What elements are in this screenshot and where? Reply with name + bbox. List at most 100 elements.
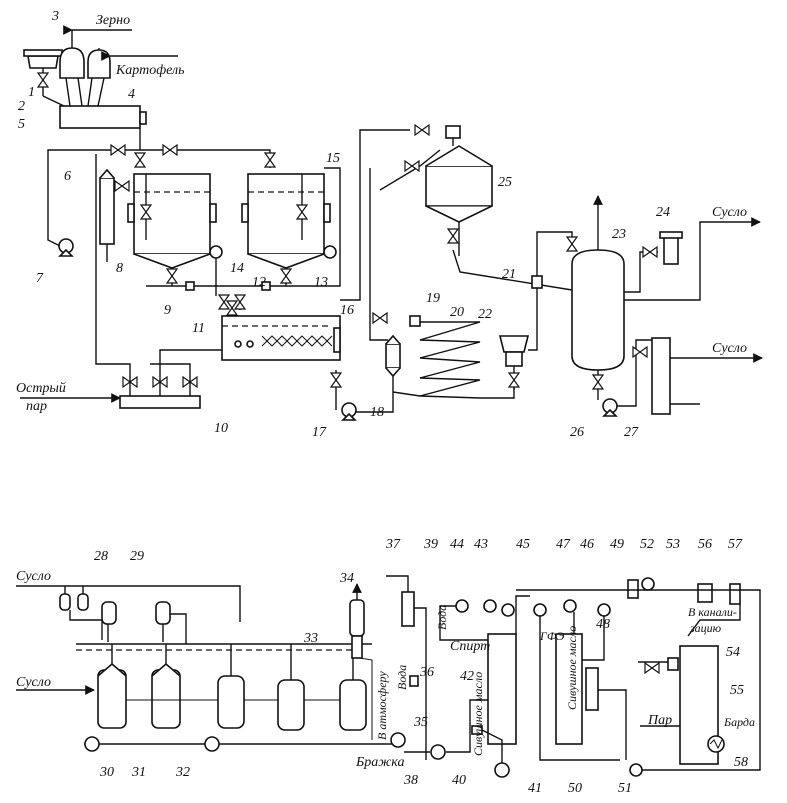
num-35: 35 [413,715,428,730]
lower-scheme [16,575,761,778]
separator-22 [498,335,530,390]
num-49: 49 [610,537,624,552]
num-42: 42 [460,669,474,684]
num-56: 56 [698,537,712,552]
barometric-condenser-24 [624,231,683,293]
heat-exchanger-27 [651,337,671,415]
label-to-atmosphere: В атмосферу [375,671,389,740]
label-grain: Зерно [96,13,130,28]
num-9: 9 [164,303,171,318]
separator-52 [627,579,639,599]
condensers-39-43-44 [455,599,515,617]
label-wort-in-1: Сусло [16,569,51,584]
num-24: 24 [656,205,670,220]
num-36: 36 [419,665,434,680]
pump-54 [667,657,679,671]
num-39: 39 [423,537,438,552]
fermenters-31 [97,662,181,729]
yeast-vessel-25 [425,125,573,291]
num-27: 27 [624,425,639,440]
num-7: 7 [36,271,44,286]
num-2: 2 [18,99,25,114]
label-mash: Бражка [355,755,404,770]
pump-36 [409,675,419,687]
label-fusel-oil-1: Сивушное масло [471,672,485,756]
mash-column-42 [487,633,517,745]
pump-30 [84,736,100,752]
pre-mixer-5 [59,105,141,129]
pump-51 [629,763,643,777]
label-wort-in-2: Сусло [16,675,51,690]
num-17: 17 [312,425,327,440]
label-water-1: Вода [395,665,409,690]
num-33: 33 [303,631,318,646]
contact-heater-6 [99,177,115,245]
num-32: 32 [175,765,190,780]
vacuum-cooler-23 [571,195,625,400]
pump-19 [409,315,421,327]
num-31: 31 [131,765,146,780]
separator-57 [729,583,741,605]
num-11: 11 [192,321,205,336]
equipment-numbers: 1 2 3 4 5 6 7 8 9 10 11 12 13 14 15 16 1… [18,9,748,796]
num-16: 16 [340,303,354,318]
num-51: 51 [618,781,632,796]
num-12: 12 [252,275,266,290]
num-57: 57 [728,537,743,552]
pump-32 [204,736,220,752]
num-10: 10 [214,421,228,436]
fermenters-33 [217,675,367,731]
potato-bunker-4 [87,48,178,79]
num-8: 8 [116,261,123,276]
num-55: 55 [730,683,744,698]
grain-bunker-3 [59,25,132,79]
filters-28 [59,593,89,611]
label-to-sewer-1: В канали- [688,605,737,619]
hopper-1 [23,49,63,96]
num-26: 26 [570,425,584,440]
cooker-vessel-8 [127,173,223,286]
num-25: 25 [498,175,512,190]
epuration-column-48 [555,633,583,745]
num-48: 48 [596,617,610,632]
pipe-cooler-20 [419,321,481,399]
num-44: 44 [450,537,464,552]
label-fusel-oil-2: Сивушное масло [565,626,579,710]
label-spirit: Спирт [450,639,490,654]
num-23: 23 [612,227,626,242]
condensers-45-46-47 [533,599,611,617]
label-live-steam-1: Острый [16,381,66,396]
label-stillage: Барда [723,715,755,729]
num-18: 18 [370,405,384,420]
cooker-vessel-13 [241,173,337,286]
num-40: 40 [452,773,466,788]
num-13: 13 [314,275,328,290]
label-potato: Картофель [115,63,185,78]
pump-41 [494,762,510,778]
num-15: 15 [326,151,340,166]
num-5: 5 [18,117,25,132]
pump-38 [430,744,446,760]
num-20: 20 [450,305,464,320]
num-50: 50 [568,781,582,796]
label-wort-out-1: Сусло [712,205,747,220]
heat-exchanger-50 [585,667,599,711]
pump-12 [261,281,271,291]
num-43: 43 [474,537,488,552]
num-29: 29 [130,549,144,564]
num-46: 46 [580,537,594,552]
steam-header-10 [119,395,201,409]
num-1: 1 [28,85,35,100]
saccharifier-11 [221,315,341,361]
label-gfe: ГФЭ [539,629,564,643]
pump-21 [531,275,543,289]
cooler-56 [697,583,713,603]
heat-exchanger-18 [385,334,401,378]
num-19: 19 [426,291,440,306]
num-45: 45 [516,537,530,552]
num-30: 30 [99,765,114,780]
num-37: 37 [385,537,401,552]
num-22: 22 [478,307,492,322]
num-14: 14 [230,261,244,276]
pump-35 [390,732,406,748]
